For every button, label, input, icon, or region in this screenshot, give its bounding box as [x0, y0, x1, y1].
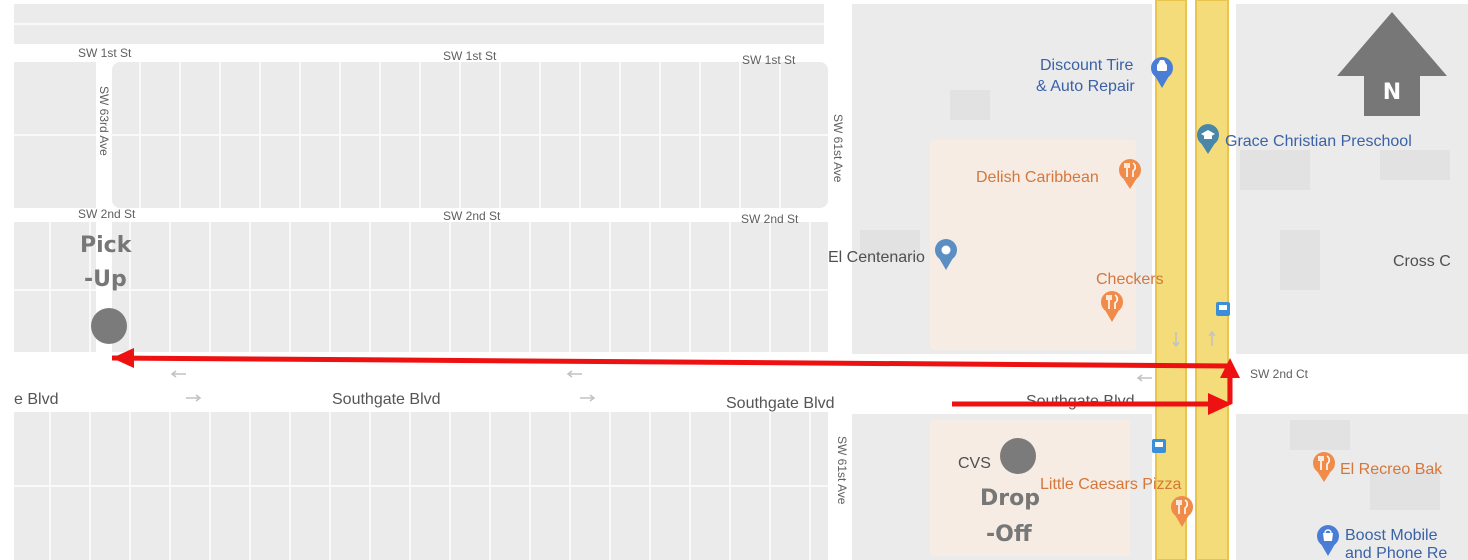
poi-label-delish[interactable]: Delish Caribbean [976, 169, 1099, 186]
poi-label-little-caesars[interactable]: Little Caesars Pizza [1040, 476, 1181, 493]
dropoff-label: -Off [986, 522, 1033, 547]
route [111, 348, 1240, 415]
street-sw-2nd [14, 208, 852, 222]
poi-label-discount-tire[interactable]: & Auto Repair [1036, 78, 1135, 95]
restaurant-icon[interactable] [1313, 452, 1335, 482]
commercial-area [930, 420, 1130, 556]
building [1290, 420, 1350, 450]
street-label-sw-63rd: SW 63rd Ave [97, 86, 111, 156]
buildings [860, 90, 1450, 510]
street-label-sw-2nd: SW 2nd St [443, 209, 501, 223]
pickup-label: -Up [84, 267, 127, 292]
restaurant-icon[interactable] [1171, 496, 1193, 527]
dropoff-marker[interactable] [1000, 438, 1036, 474]
pickup-label: Pick [80, 233, 133, 258]
lot-lines [14, 23, 836, 560]
school-icon[interactable] [1197, 124, 1219, 154]
restaurant-icon[interactable] [1101, 291, 1123, 322]
street-label-sw-61st: SW 61st Ave [831, 114, 845, 183]
street-label-southgate: e Blvd [14, 391, 58, 408]
street-label-sw-2nd-ct: SW 2nd Ct [1250, 367, 1309, 381]
street-sw-1st [14, 44, 838, 62]
street-sw-2nd-ct [1236, 368, 1468, 382]
poi-label-boost[interactable]: and Phone Re [1345, 545, 1447, 560]
street-label-sw-1st: SW 1st St [78, 46, 132, 60]
arrowhead-up-icon [1220, 358, 1240, 378]
street-label-sw-2nd: SW 2nd St [741, 212, 799, 226]
arrowhead-left-icon [112, 348, 134, 368]
bus-stop-icon[interactable] [1216, 302, 1230, 316]
poi-label-cvs[interactable]: CVS [958, 455, 991, 472]
poi-label-boost[interactable]: Boost Mobile [1345, 527, 1438, 544]
place-pin-icon[interactable] [935, 239, 957, 270]
pickup-marker[interactable] [91, 308, 127, 344]
street-sw-61st [828, 44, 852, 560]
poi-label-el-recreo[interactable]: El Recreo Bak [1340, 461, 1443, 478]
building [860, 230, 920, 260]
poi-label-discount-tire[interactable]: Discount Tire [1040, 57, 1133, 74]
street-sw-63rd [96, 44, 112, 354]
highway-lane-north [1195, 0, 1229, 560]
building [1370, 470, 1440, 510]
street-label-southgate: Southgate Blvd [726, 395, 835, 412]
poi-label-el-centenario[interactable]: El Centenario [828, 249, 925, 266]
building [1280, 230, 1320, 290]
left-margin [0, 0, 14, 560]
street-label-southgate: Southgate Blvd [332, 391, 441, 408]
poi-label-checkers[interactable]: Checkers [1096, 271, 1164, 288]
shopping-icon[interactable] [1317, 525, 1339, 556]
street-label-sw-1st: SW 1st St [443, 49, 497, 63]
poi-label-cross[interactable]: Cross C [1393, 253, 1451, 270]
arrowhead-right-icon [1208, 393, 1232, 415]
dropoff-label: Drop [980, 486, 1040, 511]
highway-lane-south [1155, 0, 1187, 560]
commercial-areas [930, 140, 1136, 556]
direction-arrows [170, 330, 1216, 402]
north-arrow-icon [1337, 12, 1447, 116]
north-label: N [1383, 80, 1401, 105]
poi-label-grace[interactable]: Grace Christian Preschool [1225, 133, 1412, 150]
block [14, 222, 836, 352]
street-label-sw-2nd: SW 2nd St [78, 207, 136, 221]
restaurant-icon[interactable] [1119, 159, 1141, 189]
commercial-area [930, 140, 1136, 350]
street-label-sw-1st: SW 1st St [742, 53, 796, 67]
building [1380, 150, 1450, 180]
building [1240, 150, 1310, 190]
building [950, 90, 990, 120]
car-repair-icon[interactable] [1151, 30, 1173, 88]
bus-stop-icon[interactable] [1152, 439, 1166, 453]
street-label-sw-61st: SW 61st Ave [835, 436, 849, 505]
highway [1152, 0, 1236, 560]
